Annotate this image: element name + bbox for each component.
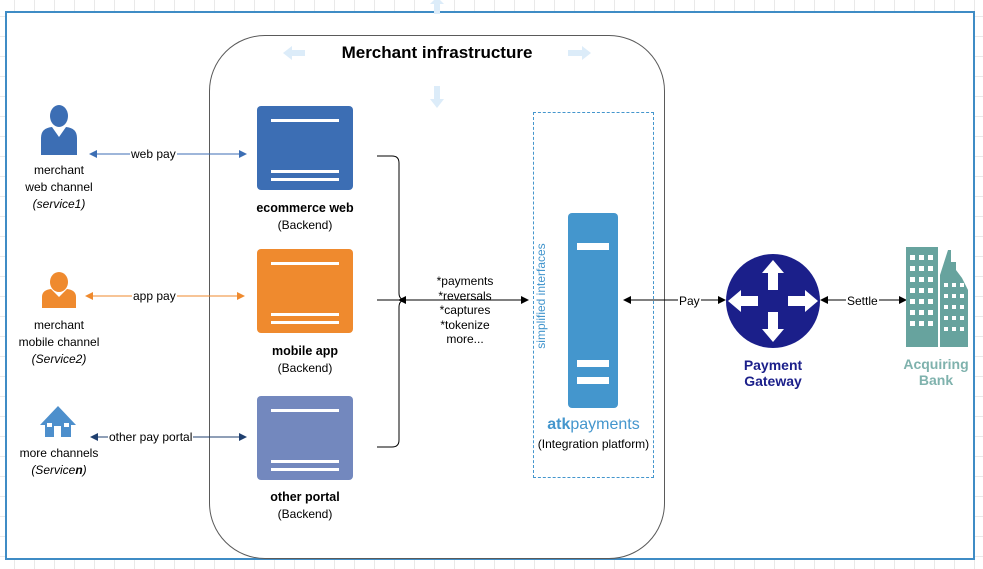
faint-arrow-right-icon xyxy=(568,46,591,60)
settle-label: Settle xyxy=(846,294,879,308)
backend-ecommerce-name: ecommerce web xyxy=(256,201,354,215)
channel-web-service: (service1) xyxy=(32,197,86,211)
backend-ecommerce-sub: (Backend) xyxy=(277,218,333,232)
operation-item: *payments xyxy=(436,274,494,288)
atkpayments-server-icon xyxy=(568,213,618,408)
channel-mobile-name: merchant xyxy=(33,318,85,332)
gateway-label: Payment Gateway xyxy=(743,357,803,389)
web-pay-label: web pay xyxy=(130,147,177,161)
integration-platform-boundary xyxy=(533,112,654,478)
channel-mobile-line2: mobile channel xyxy=(18,335,100,349)
operations-list: *payments *reversals *captures *tokenize… xyxy=(420,274,510,347)
backend-mobile-sub: (Backend) xyxy=(277,361,333,375)
bank-label: Acquiring Bank xyxy=(903,356,969,388)
operation-item: *reversals xyxy=(438,288,492,303)
channel-web-line2: web channel xyxy=(25,180,93,194)
backend-mobile-name: mobile app xyxy=(272,344,338,358)
house-icon xyxy=(40,406,76,437)
other-portal-server-icon xyxy=(257,396,353,480)
faint-arrow-left-icon xyxy=(283,46,305,60)
backend-other-sub: (Backend) xyxy=(277,507,333,521)
other-pay-portal-label: other pay portal xyxy=(108,430,194,444)
user-icon-web xyxy=(41,105,77,155)
faint-arrow-down-icon xyxy=(430,86,444,108)
pay-label: Pay xyxy=(678,294,701,308)
platform-subtitle: (Integration platform) xyxy=(537,437,650,451)
ecommerce-web-server-icon xyxy=(257,106,353,190)
user-icon-mobile xyxy=(42,272,76,308)
channel-more-name: more channels xyxy=(19,446,99,460)
channel-more-service: (Servicen) xyxy=(31,463,87,477)
faint-arrow-up-icon xyxy=(430,0,444,14)
platform-brand: atkpayments xyxy=(547,416,640,433)
operation-item: *captures xyxy=(439,303,491,317)
mobile-app-server-icon xyxy=(257,249,353,333)
operation-item: more... xyxy=(446,332,484,346)
backend-other-name: other portal xyxy=(270,490,340,504)
operation-item: *tokenize xyxy=(440,317,490,332)
app-pay-label: app pay xyxy=(132,289,177,303)
channel-web-name: merchant xyxy=(33,163,85,177)
diagram-title: Merchant infrastructure xyxy=(341,43,533,62)
channel-mobile-service: (Service2) xyxy=(31,352,87,366)
